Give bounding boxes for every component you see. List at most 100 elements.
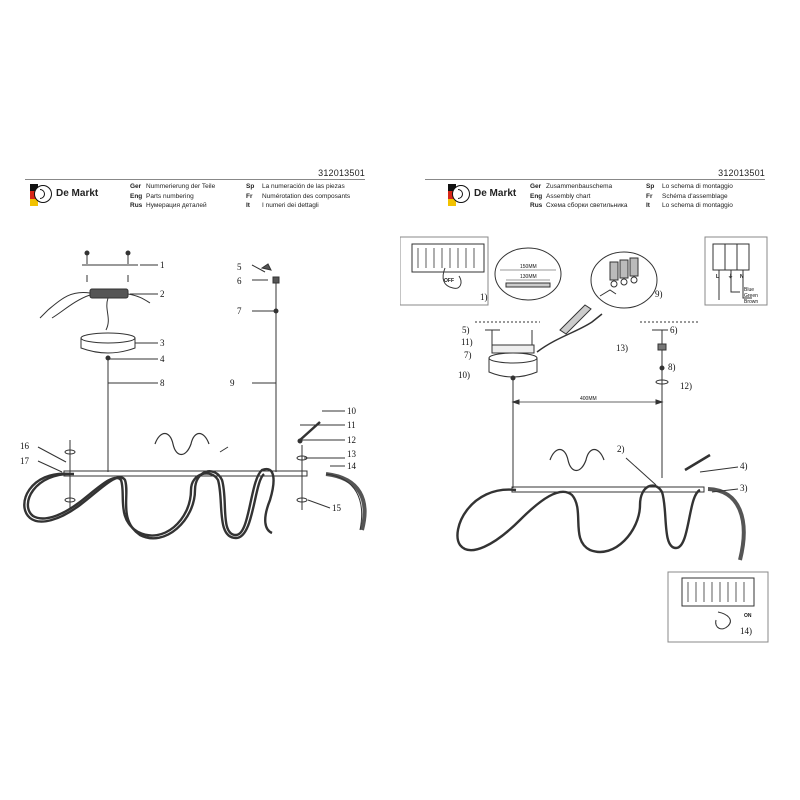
step-9: 9) <box>655 289 663 299</box>
step-8: 8) <box>668 362 676 372</box>
callout-2: 2 <box>160 289 165 299</box>
callout-12: 12 <box>347 435 356 445</box>
callout-1: 1 <box>160 260 165 270</box>
lang-code: Ger <box>130 183 142 190</box>
callout-17: 17 <box>20 456 30 466</box>
step-7: 7) <box>464 350 472 360</box>
canopy-assembly <box>488 304 603 381</box>
lang-code: Rus <box>130 202 143 210</box>
lang-code: It <box>246 202 250 210</box>
header-rule <box>25 179 365 180</box>
callout-6: 6 <box>237 276 242 286</box>
title-text: Schéma d'assemblage <box>662 192 728 200</box>
callout-7: 7 <box>237 306 242 316</box>
assembly-diagram: 1) 2) 3) 4) 5) 6) 7) 8) 9) 10) 11) 12) 1… <box>400 236 769 643</box>
step-2: 2) <box>617 444 625 454</box>
wiring-detail <box>590 251 658 309</box>
title-text: Схема сборки светильника <box>546 202 628 210</box>
title-text: Parts numbering <box>146 192 194 200</box>
brand-name: De Markt <box>474 188 517 199</box>
step-4: 4) <box>740 461 748 471</box>
second-suspension <box>251 263 280 472</box>
canopy-dimension-plan <box>494 247 562 301</box>
wire-brown: Brown <box>744 299 758 305</box>
step-10: 10) <box>458 370 470 380</box>
step-3: 3) <box>740 483 748 493</box>
brand-name: De Markt <box>56 188 99 199</box>
callout-13: 13 <box>347 449 357 459</box>
callout-14: 14 <box>347 461 357 471</box>
off-label: OFF <box>444 278 454 284</box>
callout-10: 10 <box>347 406 357 416</box>
title-row: Ger Zusammenbauschema Sp Lo schema di monta… <box>530 182 733 192</box>
header-rule <box>425 179 765 180</box>
callout-3: 3 <box>160 338 165 348</box>
dimension-span: 400MM <box>580 396 597 402</box>
parts-diagram: 1 2 3 4 5 6 7 8 9 10 11 12 13 14 15 16 1… <box>20 250 367 540</box>
crossbar <box>511 486 705 493</box>
callout-16: 16 <box>20 441 30 451</box>
lang-code: Eng <box>530 192 543 200</box>
step-1: 1) <box>480 292 488 302</box>
step-6: 6) <box>670 325 678 335</box>
terminal-on-panel <box>667 571 769 643</box>
title-text: Nummerierung der Teile <box>146 183 216 190</box>
dimension-outer: 150MM <box>520 264 537 270</box>
title-text: Нумерация деталей <box>146 202 207 210</box>
step-labels: 1) 2) 3) 4) 5) 6) 7) 8) 9) 10) 11) 12) 1… <box>458 289 752 636</box>
title-text: La numeración de las piezas <box>262 183 345 190</box>
callout-8: 8 <box>160 378 165 388</box>
wire-green: Green <box>744 293 758 299</box>
brand-logo: De Markt <box>448 182 516 212</box>
dimension-inner: 130MM <box>520 274 537 280</box>
title-text: Zusammenbauschema <box>546 183 613 190</box>
step-13: 13) <box>616 343 628 353</box>
callout-labels: 1 2 3 4 5 6 7 8 9 10 11 12 13 14 15 16 1… <box>20 260 357 513</box>
lang-code: Rus <box>530 202 543 210</box>
title-text: Lo schema di montaggio <box>662 202 733 210</box>
mounting-bracket <box>82 250 158 282</box>
led-tube <box>23 467 275 540</box>
mains-terminal <box>704 236 768 306</box>
step-11: 11) <box>461 337 473 347</box>
logo-mark-icon <box>34 185 52 203</box>
terminal-n: N <box>740 274 744 280</box>
title-text: I numeri dei dettagli <box>262 202 319 210</box>
parts-numbering-sheet: 312013501 De Markt Ger Nummerierung der T… <box>0 165 400 540</box>
sheet-header: 312013501 De Markt Ger Nummerierung der T… <box>0 165 400 215</box>
led-driver <box>39 288 158 331</box>
article-number: 312013501 <box>718 168 765 178</box>
step-5: 5) <box>462 325 470 335</box>
lang-code: Fr <box>246 192 253 200</box>
lang-code: Sp <box>646 183 655 190</box>
diagram-small-labels: OFF ON 150MM 130MM 400MM L ⏚ N Blue Gree… <box>444 264 758 619</box>
end-bend <box>325 472 367 531</box>
led-tube <box>456 484 746 561</box>
callout-11: 11 <box>347 420 356 430</box>
callout-5: 5 <box>237 262 242 272</box>
wire-blue: Blue <box>744 287 754 293</box>
callout-9: 9 <box>230 378 235 388</box>
on-label: ON <box>744 613 752 619</box>
lang-code: Ger <box>530 183 542 190</box>
terminal-l: L <box>716 274 719 280</box>
title-text: Assembly chart <box>546 192 591 200</box>
title-text: Lo schema di montaggio <box>662 183 733 190</box>
terminal-off-panel <box>400 236 489 306</box>
article-number: 312013501 <box>318 168 365 178</box>
step-12: 12) <box>680 381 692 391</box>
lang-code: Fr <box>646 192 653 200</box>
lang-code: Eng <box>130 192 143 200</box>
callout-15: 15 <box>332 503 342 513</box>
right-suspension-assembly <box>655 330 669 478</box>
terminal-earth: ⏚ <box>728 273 733 280</box>
canopy <box>80 332 158 472</box>
title-translations: Ger Zusammenbauschema Sp Lo schema di monta… <box>530 182 733 211</box>
